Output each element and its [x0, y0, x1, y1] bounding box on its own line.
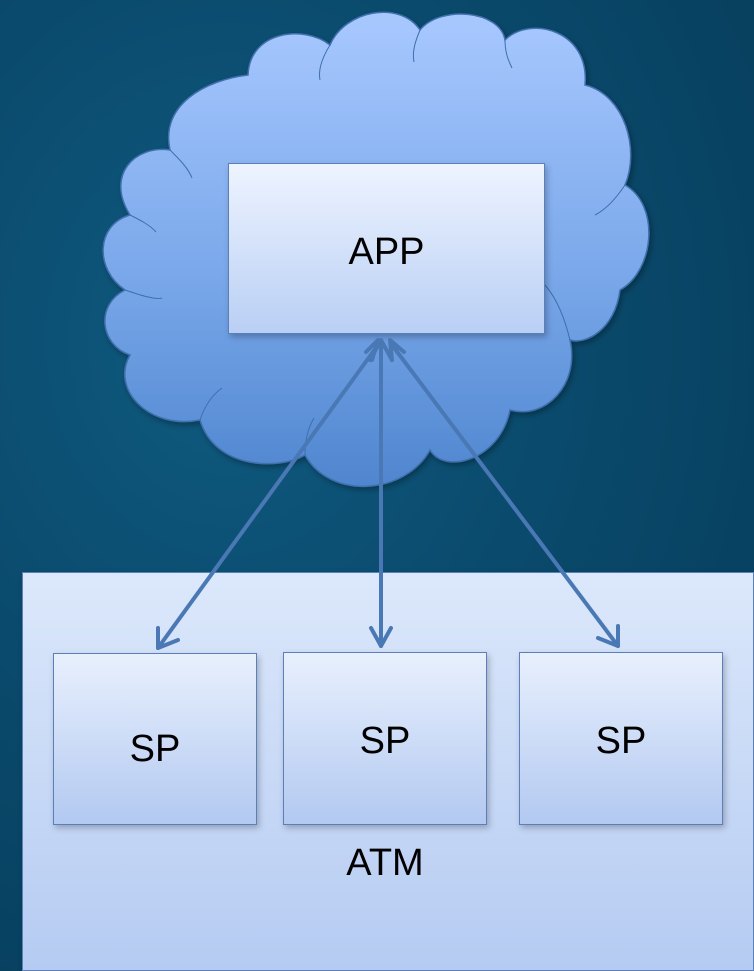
cloud-inner-arc-5: [129, 214, 157, 233]
sp-box: [283, 652, 487, 825]
cloud-inner-arc-9: [544, 284, 571, 341]
cloud-inner-arc-3: [504, 39, 513, 69]
cloud-inner-arc-10: [594, 184, 626, 216]
cloud-inner-arc-1: [319, 44, 331, 81]
sp-box: [53, 653, 257, 825]
app-box: [228, 163, 545, 334]
cloud-inner-arc-2: [412, 29, 421, 63]
sp-box: [519, 652, 723, 825]
cloud-inner-arc-4: [169, 149, 193, 179]
cloud-inner-arc-6: [124, 289, 163, 299]
